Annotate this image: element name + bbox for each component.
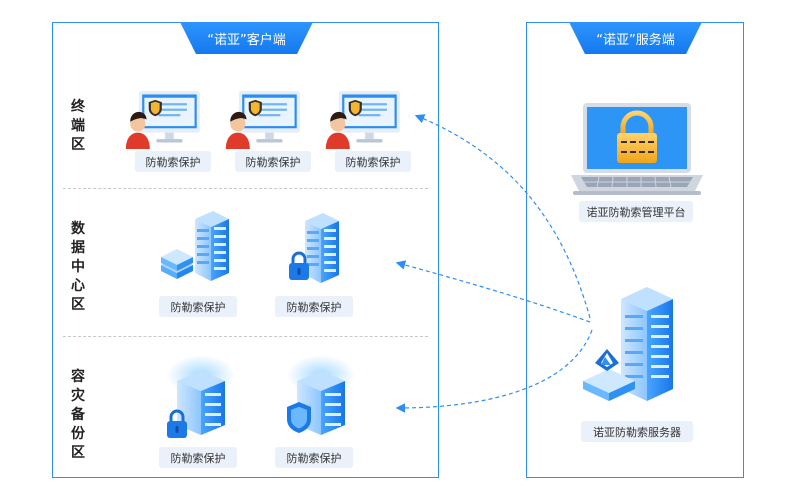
protect-label-terminal-1: 防勒索保护 — [135, 151, 211, 172]
zone-divider — [63, 336, 428, 337]
server-lock-icon — [285, 211, 345, 285]
user-monitor-icon — [325, 89, 403, 149]
protect-label-datacenter-1: 防勒索保护 — [159, 296, 237, 317]
zone-label-datacenter: 数据中心区 — [71, 221, 85, 313]
zone-label-terminal: 终端区 — [71, 99, 85, 153]
server-panel: “诺亚”服务端 诺亚防勒索管理平台 — [526, 22, 744, 478]
server-lock-icon — [161, 355, 235, 443]
protect-label-backup-2: 防勒索保护 — [275, 447, 353, 468]
client-title: “诺亚”客户端 — [180, 22, 313, 54]
server-title: “诺亚”服务端 — [569, 22, 702, 54]
server-stack-icon — [161, 209, 237, 283]
laptop-lock-icon — [571, 103, 703, 195]
protect-label-terminal-2: 防勒索保护 — [235, 151, 311, 172]
server-label: 诺亚防勒索服务器 — [581, 421, 693, 442]
server-shield-icon — [287, 355, 355, 435]
user-monitor-icon — [125, 89, 203, 149]
protect-label-backup-1: 防勒索保护 — [159, 447, 237, 468]
server-tower-icon — [583, 287, 673, 401]
zone-label-backup: 容灾备份区 — [71, 369, 85, 461]
protect-label-terminal-3: 防勒索保护 — [335, 151, 411, 172]
user-monitor-icon — [225, 89, 303, 149]
client-panel: “诺亚”客户端 终端区 数据中心区 容灾备份区 防勒索保护 防勒索保护 防勒索保… — [52, 22, 439, 478]
zone-divider — [63, 188, 428, 189]
protect-label-datacenter-2: 防勒索保护 — [275, 296, 353, 317]
platform-label: 诺亚防勒索管理平台 — [579, 201, 693, 222]
